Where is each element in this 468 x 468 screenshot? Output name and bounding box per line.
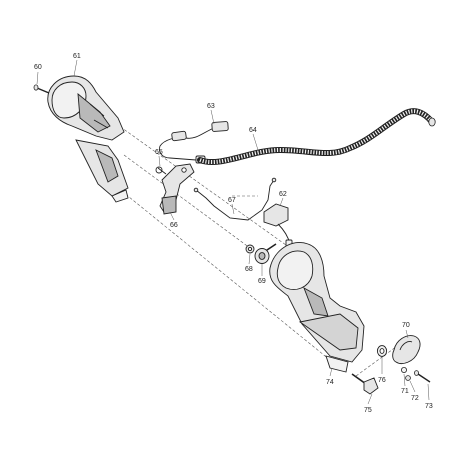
part-75-bolt <box>351 373 379 395</box>
part-68-nut <box>245 244 255 254</box>
part-67-wire <box>193 177 277 221</box>
part-62-connector <box>263 203 293 249</box>
callout-69: 69 <box>258 278 266 285</box>
part-61-shroud <box>75 139 129 203</box>
part-76-washer <box>376 345 388 357</box>
leader-lines <box>36 59 430 405</box>
part-63-switch <box>159 121 229 164</box>
callout-66: 66 <box>170 222 178 229</box>
callout-67: 67 <box>228 197 236 204</box>
part-69-knob <box>254 243 277 264</box>
handle-housing <box>269 242 365 373</box>
part-73-screw <box>414 370 431 383</box>
part-71-washer <box>400 366 407 373</box>
part-70-cap <box>392 335 421 364</box>
part-60-screw <box>33 84 50 94</box>
callout-64: 64 <box>249 127 257 134</box>
alignment-lines <box>107 117 401 377</box>
part-64-corrugated-tube <box>197 108 436 166</box>
callout-65: 65 <box>155 149 163 156</box>
part-65-spring <box>155 166 167 175</box>
callout-72: 72 <box>411 395 419 402</box>
callout-70: 70 <box>402 322 410 329</box>
callout-71: 71 <box>401 388 409 395</box>
part-61-housing-cover <box>47 75 125 141</box>
callout-63: 63 <box>207 103 215 110</box>
callout-75: 75 <box>364 407 372 414</box>
part-66-switch-lever <box>159 163 195 215</box>
callout-60: 60 <box>34 64 42 71</box>
callout-62: 62 <box>279 191 287 198</box>
callout-68: 68 <box>245 266 253 273</box>
callout-73: 73 <box>425 403 433 410</box>
callout-76: 76 <box>378 377 386 384</box>
callout-61: 61 <box>73 53 81 60</box>
part-72-washer <box>405 375 411 381</box>
callout-74: 74 <box>326 379 334 386</box>
callout-labels: 60 61 62 63 64 65 66 67 68 69 70 71 72 7… <box>34 53 433 414</box>
